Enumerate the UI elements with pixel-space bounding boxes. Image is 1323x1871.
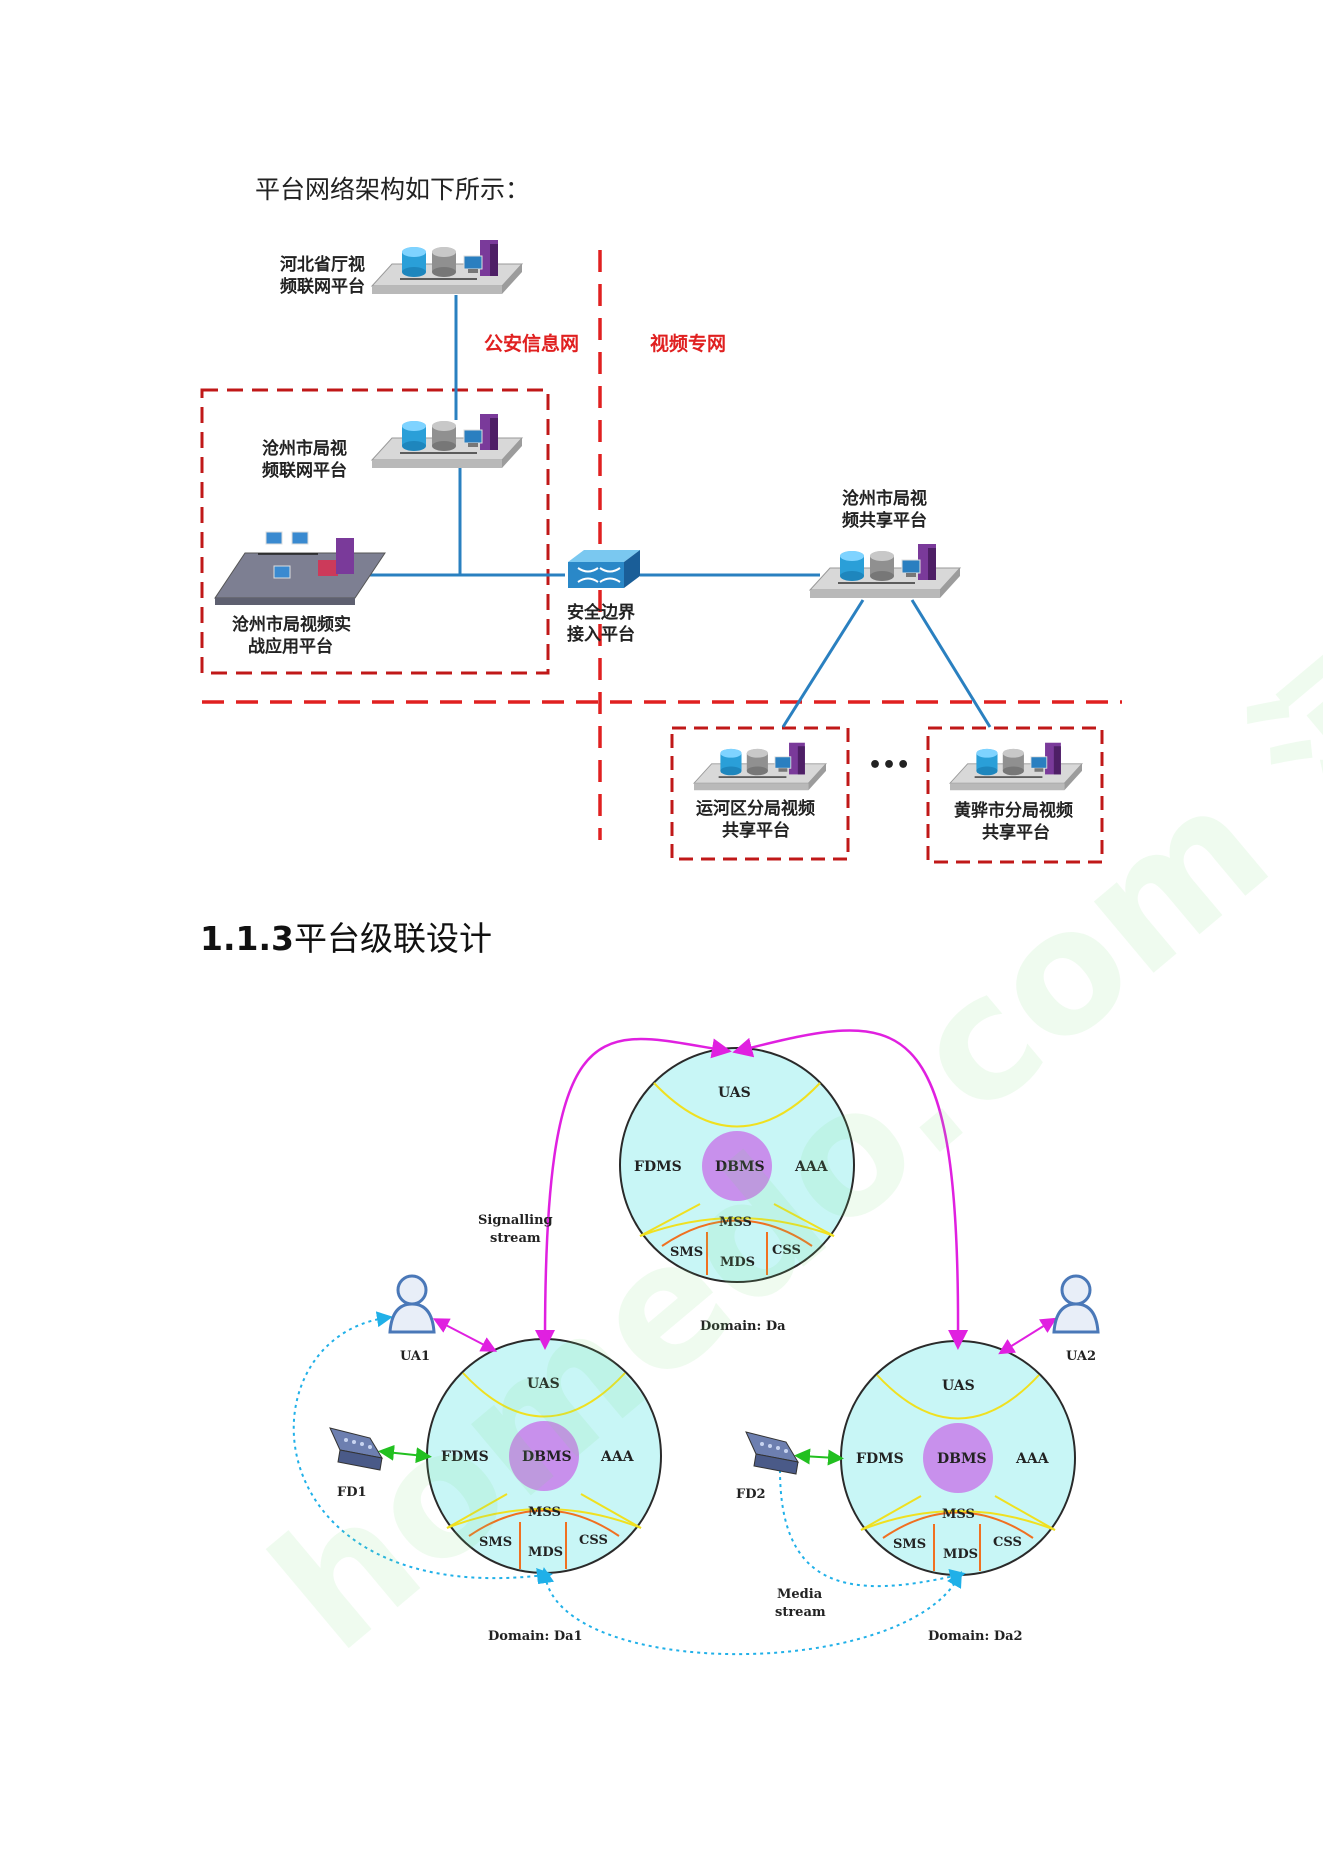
provincial-label-2: 频联网平台 — [280, 276, 365, 297]
left-uas: UAS — [527, 1376, 560, 1392]
zone-label-video: 视频专网 — [650, 332, 726, 355]
right-dbms: DBMS — [937, 1451, 987, 1467]
city-app-label-1: 沧州市局视频实 — [232, 614, 351, 635]
city-net-label-1: 沧州市局视 — [262, 438, 347, 459]
district-b-label-1: 黄骅市分局视频 — [954, 800, 1073, 821]
city-net-label-2: 频联网平台 — [262, 460, 347, 481]
fd1-link — [378, 1444, 432, 1464]
left-fdms: FDMS — [441, 1449, 489, 1465]
top-dbms: DBMS — [715, 1159, 765, 1175]
right-sms: SMS — [893, 1537, 926, 1552]
provincial-platform-icon — [371, 239, 523, 295]
media-label-1: Media — [777, 1587, 823, 1602]
ellipsis: ••• — [868, 753, 910, 778]
provincial-label-1: 河北省厅视 — [280, 254, 365, 275]
ua2-person-icon — [1052, 1274, 1100, 1334]
ua2-label: UA2 — [1066, 1349, 1096, 1364]
section-title: 平台级联设计 — [293, 919, 492, 958]
network-diagram: 公安信息网 视频专网 河北省厅视 频联网平台 沧州市局视 频联网平台 沧州市局视… — [200, 239, 1122, 864]
left-domain-label: Domain: Da1 — [488, 1629, 583, 1644]
top-domain-label: Domain: Da — [700, 1319, 786, 1334]
left-mss: MSS — [528, 1505, 561, 1520]
district-a-label-1: 运河区分局视频 — [696, 798, 815, 819]
district-a-label-2: 共享平台 — [722, 820, 790, 841]
right-fdms: FDMS — [856, 1451, 904, 1467]
top-mss: MSS — [719, 1215, 752, 1230]
left-css: CSS — [579, 1533, 608, 1548]
city-app-label-2: 战应用平台 — [248, 636, 333, 657]
domain-left: UAS FDMS DBMS AAA MSS SMS MDS CSS Domain… — [426, 1338, 662, 1644]
ua1-label: UA1 — [400, 1349, 430, 1364]
fd2-link — [794, 1448, 844, 1466]
fd2-device-icon — [745, 1431, 800, 1475]
left-dbms: DBMS — [522, 1449, 572, 1465]
intro-text: 平台网络架构如下所示： — [255, 175, 531, 204]
ua1-link — [432, 1318, 498, 1352]
media-stream-ua1 — [292, 1311, 553, 1584]
city-net-platform-icon — [371, 413, 523, 469]
gateway-label-2: 接入平台 — [567, 624, 635, 645]
domain-right: UAS FDMS DBMS AAA MSS SMS MDS CSS Domain… — [840, 1340, 1076, 1644]
fd2-label: FD2 — [736, 1487, 766, 1502]
right-aaa: AAA — [1015, 1451, 1050, 1467]
fd1-label: FD1 — [337, 1485, 367, 1500]
signalling-label-2: stream — [490, 1231, 541, 1246]
district-b-label-2: 共享平台 — [982, 822, 1050, 843]
top-aaa: AAA — [794, 1159, 829, 1175]
gateway-router-icon — [568, 550, 640, 588]
right-mss: MSS — [942, 1507, 975, 1522]
ua2-link — [998, 1317, 1057, 1355]
zone-label-police: 公安信息网 — [484, 332, 579, 355]
district-b-icon — [949, 742, 1083, 791]
district-a-icon — [693, 742, 827, 791]
city-zone-box — [200, 388, 550, 675]
media-label-2: stream — [775, 1605, 826, 1620]
left-aaa: AAA — [600, 1449, 635, 1465]
cascade-diagram: UAS FDMS DBMS AAA MSS SMS MDS CSS Domain… — [292, 1029, 1100, 1656]
top-sms: SMS — [670, 1245, 703, 1260]
left-sms: SMS — [479, 1535, 512, 1550]
city-app-platform-icon — [214, 531, 386, 605]
right-uas: UAS — [942, 1378, 975, 1394]
fd1-device-icon — [329, 1427, 384, 1471]
city-share-label-2: 频共享平台 — [842, 510, 927, 531]
section-number: 1.1.3 — [200, 919, 294, 958]
right-mds: MDS — [943, 1547, 978, 1562]
section-heading: 1.1.3平台级联设计 — [200, 912, 492, 960]
right-domain-label: Domain: Da2 — [928, 1629, 1023, 1644]
city-share-label-1: 沧州市局视 — [842, 488, 927, 509]
district-a-box — [670, 726, 850, 861]
left-mds: MDS — [528, 1545, 563, 1560]
top-mds: MDS — [720, 1255, 755, 1270]
domain-top: UAS FDMS DBMS AAA MSS SMS MDS CSS Domain… — [619, 1047, 855, 1334]
media-stream-domains — [538, 1567, 962, 1656]
signalling-label-1: Signalling — [478, 1213, 553, 1228]
right-css: CSS — [993, 1535, 1022, 1550]
top-css: CSS — [772, 1243, 801, 1258]
city-share-platform-icon — [809, 543, 961, 599]
signalling-arrow-right — [732, 1029, 969, 1350]
ua1-person-icon — [388, 1274, 436, 1334]
top-uas: UAS — [718, 1085, 751, 1101]
gateway-label-1: 安全边界 — [567, 602, 635, 623]
signalling-arrow-left — [535, 1037, 732, 1350]
top-fdms: FDMS — [634, 1159, 682, 1175]
